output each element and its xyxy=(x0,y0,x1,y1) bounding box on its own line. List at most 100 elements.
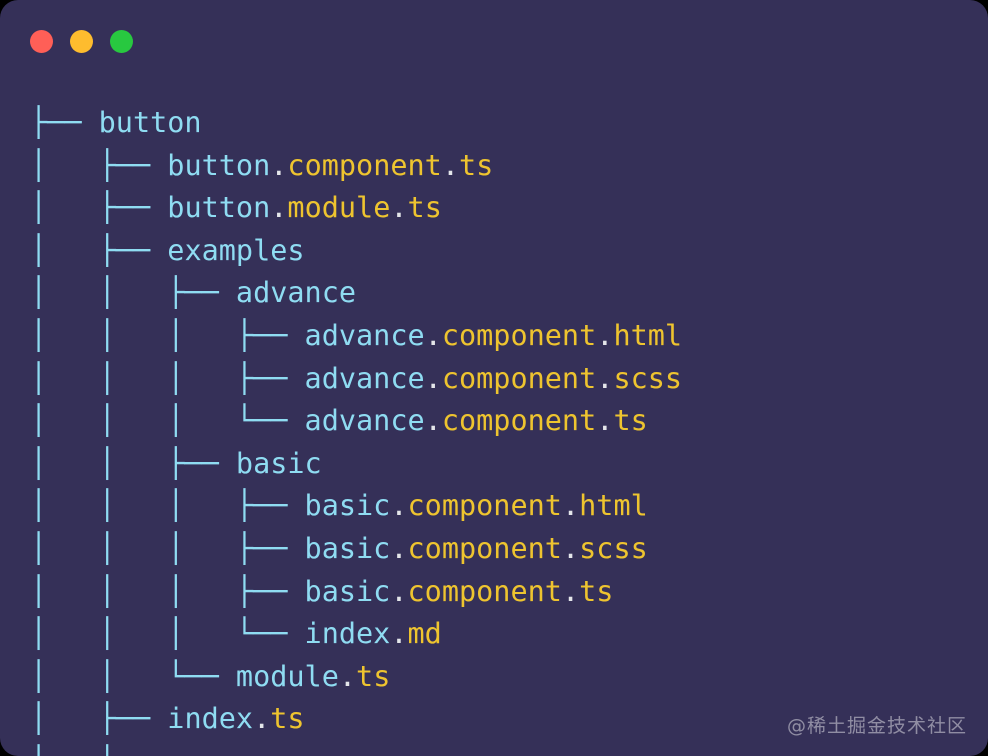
file-extension: component xyxy=(287,148,442,182)
file-extension: component xyxy=(441,318,597,352)
tree-entry-name: index.ts xyxy=(167,702,304,735)
tree-entry-name: examples xyxy=(167,234,304,267)
tree-row: │ │ xyxy=(30,741,682,756)
tree-entry-name: advance.component.scss xyxy=(305,362,683,395)
tree-branch-lines: │ ├── xyxy=(30,148,168,182)
folder-name: button xyxy=(98,106,202,139)
dot-separator: . xyxy=(596,361,614,395)
tree-row: │ ├── examples xyxy=(30,230,682,273)
tree-entry-name: basic.component.scss xyxy=(305,532,648,565)
file-base-name: module xyxy=(235,659,339,693)
dot-separator: . xyxy=(561,531,580,565)
tree-branch-lines: │ │ └── xyxy=(30,659,236,693)
file-extension: component xyxy=(407,531,562,565)
tree-entry-name: module.ts xyxy=(236,660,390,693)
tree-row: │ │ │ └── advance.component.ts xyxy=(30,400,682,443)
file-base-name: advance xyxy=(304,404,425,438)
minimize-button[interactable] xyxy=(70,30,93,53)
dot-separator: . xyxy=(390,574,408,608)
tree-row: │ │ │ ├── basic.component.ts xyxy=(30,571,682,614)
tree-branch-lines: │ │ ├── xyxy=(30,276,236,310)
file-base-name: index xyxy=(304,617,391,651)
tree-branch-lines: │ │ │ ├── xyxy=(30,489,305,523)
dot-separator: . xyxy=(424,361,442,395)
tree-branch-lines: │ │ │ ├── xyxy=(30,361,305,395)
dot-separator: . xyxy=(596,318,614,352)
zoom-button[interactable] xyxy=(110,30,133,53)
file-extension: component xyxy=(407,574,562,608)
file-extension: scss xyxy=(613,361,683,395)
file-extension: module xyxy=(287,191,391,225)
file-base-name: advance xyxy=(304,318,425,352)
dot-separator: . xyxy=(561,574,580,608)
dot-separator: . xyxy=(596,404,614,438)
dot-separator: . xyxy=(390,617,408,651)
tree-row: │ │ └── module.ts xyxy=(30,656,682,699)
file-extension: component xyxy=(441,361,597,395)
file-base-name: button xyxy=(167,148,271,182)
tree-entry-name: basic.component.ts xyxy=(305,575,614,608)
tree-entry-name: button.component.ts xyxy=(167,149,493,182)
tree-entry-name: advance.component.ts xyxy=(305,404,648,437)
tree-row: │ │ ├── advance xyxy=(30,272,682,315)
tree-row: │ ├── index.ts xyxy=(30,698,682,741)
tree-branch-lines: │ ├── xyxy=(30,191,168,225)
watermark: @稀土掘金技术社区 xyxy=(786,715,967,737)
dot-separator: . xyxy=(270,148,288,182)
file-extension: md xyxy=(407,617,442,651)
dot-separator: . xyxy=(561,489,580,523)
dot-separator: . xyxy=(441,148,460,182)
tree-entry-name: button xyxy=(99,106,202,139)
tree-row: │ │ ├── basic xyxy=(30,443,682,486)
file-base-name: advance xyxy=(304,361,425,395)
tree-row: ├── button xyxy=(30,102,682,145)
dot-separator: . xyxy=(390,531,408,565)
folder-name: basic xyxy=(235,446,322,480)
tree-branch-lines: │ │ ├── xyxy=(30,446,236,480)
file-extension: ts xyxy=(356,659,391,693)
tree-row: │ │ │ └── index.md xyxy=(30,613,682,656)
file-extension: ts xyxy=(459,148,494,182)
dot-separator: . xyxy=(424,404,442,438)
tree-row: │ │ │ ├── advance.component.html xyxy=(30,315,682,358)
file-extension: ts xyxy=(579,574,614,608)
file-extension: scss xyxy=(579,531,648,565)
tree-row: │ │ │ ├── basic.component.html xyxy=(30,485,682,528)
dot-separator: . xyxy=(270,191,288,225)
tree-row: │ │ │ ├── advance.component.scss xyxy=(30,358,682,401)
file-extension: ts xyxy=(613,404,648,438)
file-base-name: basic xyxy=(304,574,391,608)
tree-branch-lines: ├── xyxy=(30,106,99,139)
tree-row: │ │ │ ├── basic.component.scss xyxy=(30,528,682,571)
tree-entry-name: button.module.ts xyxy=(167,191,442,224)
dot-separator: . xyxy=(338,659,357,693)
tree-branch-lines: │ ├── xyxy=(30,233,168,267)
file-extension: ts xyxy=(270,702,305,736)
file-base-name: button xyxy=(167,191,271,225)
dot-separator: . xyxy=(390,191,408,225)
tree-branch-lines: │ │ │ ├── xyxy=(30,318,305,352)
file-base-name: index xyxy=(167,702,254,736)
tree-row: │ ├── button.component.ts xyxy=(30,145,682,188)
file-base-name: basic xyxy=(304,489,391,523)
tree-entry-name: basic xyxy=(236,447,322,480)
tree-row: │ ├── button.module.ts xyxy=(30,187,682,230)
tree-branch-lines: │ │ │ ├── xyxy=(30,531,305,565)
dot-separator: . xyxy=(390,489,408,523)
close-button[interactable] xyxy=(30,30,53,53)
tree-entry-name: index.md xyxy=(305,617,442,650)
file-extension: component xyxy=(441,404,597,438)
file-extension: html xyxy=(613,318,683,352)
file-extension: html xyxy=(579,489,648,523)
file-tree: ├── button │ ├── button.component.ts │ ├… xyxy=(30,102,682,756)
tree-branch-lines: │ │ xyxy=(30,745,116,756)
folder-name: advance xyxy=(235,276,357,310)
tree-branch-lines: │ │ │ └── xyxy=(30,617,305,651)
dot-separator: . xyxy=(253,702,271,736)
tree-branch-lines: │ │ │ └── xyxy=(30,404,305,438)
tree-branch-lines: │ │ │ ├── xyxy=(30,574,305,608)
folder-name: examples xyxy=(167,233,305,267)
file-extension: ts xyxy=(407,191,442,225)
file-base-name: basic xyxy=(304,531,391,565)
